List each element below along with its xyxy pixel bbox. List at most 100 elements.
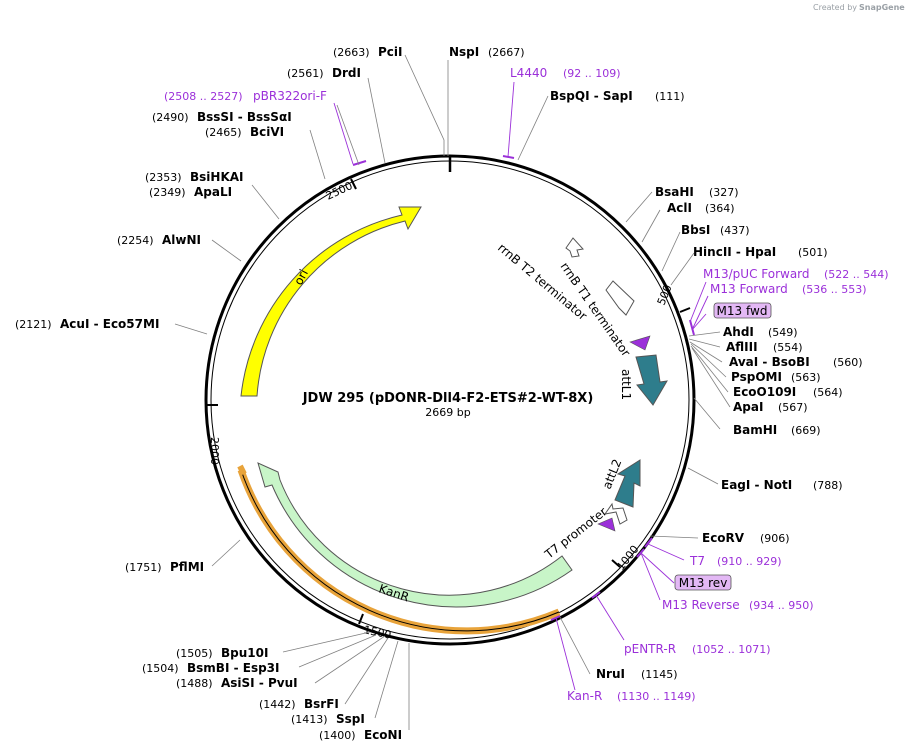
pcii-pos: (2663) [333, 46, 370, 59]
nspi-name[interactable]: NspI [449, 45, 479, 59]
plasmid-name: JDW 295 (pDONR-Dll4-F2-ETS#2-WT-8X) [302, 391, 594, 406]
l4440-range: (92 .. 109) [563, 67, 621, 80]
ecorv-pos: (906) [760, 532, 790, 545]
credit-text: Created by [813, 3, 857, 12]
rrnb-t1-feature[interactable] [605, 280, 635, 316]
ecorv-name[interactable]: EcoRV [702, 531, 745, 545]
attl1-label: attL1 [619, 369, 633, 400]
m13fwd-long-range: (536 .. 553) [802, 283, 867, 296]
nrui-name[interactable]: NruI [596, 667, 625, 681]
pspomi-pos: (563) [791, 371, 821, 384]
leader-lines-left [174, 54, 449, 730]
aflii-pos: (554) [773, 341, 803, 354]
primer-leaders [333, 81, 709, 691]
eagi-pos: (788) [813, 479, 843, 492]
alwni-pos: (2254) [117, 234, 154, 247]
bssi-name[interactable]: BssSI - BssSαI [197, 110, 292, 124]
drdi-pos: (2561) [287, 67, 324, 80]
bcivi-pos: (2465) [205, 126, 242, 139]
eco0109i-name[interactable]: EcoO109I [733, 385, 796, 399]
kanr-primer[interactable]: Kan-R [567, 689, 602, 703]
nspi-pos: (2667) [488, 46, 525, 59]
bsrfi-name[interactable]: BsrFI [304, 697, 339, 711]
asisi-pos: (1488) [176, 677, 213, 690]
avai-pos: (560) [833, 356, 863, 369]
bsihkai-name[interactable]: BsiHKAI [190, 170, 244, 184]
leader-lines-right [517, 95, 731, 675]
kanr-label: KanR [377, 582, 411, 605]
bbsi-pos: (437) [720, 224, 750, 237]
tick-2000: 2000 [208, 437, 221, 465]
sspi-pos: (1413) [291, 713, 328, 726]
avai-name[interactable]: AvaI - BsoBI [729, 355, 810, 369]
t7-primer[interactable]: T7 [689, 554, 705, 568]
pflmi-pos: (1751) [125, 561, 162, 574]
credit-brand: SnapGene [859, 3, 905, 12]
alwni-name[interactable]: AlwNI [162, 233, 201, 247]
pentr-range: (1052 .. 1071) [692, 643, 771, 656]
bsmbi-name[interactable]: BsmBI - Esp3I [187, 661, 279, 675]
l4440-primer[interactable]: L4440 [510, 66, 547, 80]
eagi-name[interactable]: EagI - NotI [721, 478, 792, 492]
scale-ticks [207, 178, 691, 625]
plasmid-size: 2669 bp [425, 406, 470, 419]
apali-name[interactable]: ApaLI [194, 185, 232, 199]
eco0109i-pos: (564) [813, 386, 843, 399]
ahdi-name[interactable]: AhdI [723, 325, 754, 339]
bsihkai-pos: (2353) [145, 171, 182, 184]
asisi-name[interactable]: AsiSI - PvuI [221, 676, 298, 690]
bamhi-name[interactable]: BamHI [733, 423, 777, 437]
drdi-name[interactable]: DrdI [332, 66, 361, 80]
m13-rev-badge[interactable]: M13 rev [674, 574, 732, 591]
hincii-name[interactable]: HincII - HpaI [693, 245, 776, 259]
attl1-feature[interactable] [635, 354, 668, 406]
econi-pos: (1400) [319, 729, 356, 742]
rrnb-t2-feature[interactable] [565, 237, 584, 258]
attl1-marker [629, 335, 651, 351]
m13puc-primer[interactable]: M13/pUC Forward [703, 267, 810, 281]
bbsi-name[interactable]: BbsI [681, 223, 710, 237]
pspomi-name[interactable]: PspOMI [731, 370, 782, 384]
m13reverse-primer[interactable]: M13 Reverse [662, 598, 740, 612]
attl2-feature[interactable] [614, 459, 641, 508]
bsrfi-pos: (1442) [259, 698, 296, 711]
aflii-name[interactable]: AflIII [726, 340, 758, 354]
apai-pos: (567) [778, 401, 808, 414]
t7-promoter-feature[interactable] [603, 502, 628, 525]
ori-label: ori [291, 267, 311, 287]
sspi-name[interactable]: SspI [336, 712, 365, 726]
pentr-primer[interactable]: pENTR-R [624, 642, 676, 656]
apali-pos: (2349) [149, 186, 186, 199]
acli-pos: (364) [705, 202, 735, 215]
m13fwd-long-primer[interactable]: M13 Forward [710, 282, 788, 296]
acli-name[interactable]: AclI [667, 201, 692, 215]
bpu10i-pos: (1505) [176, 647, 213, 660]
acui-name[interactable]: AcuI - Eco57MI [60, 317, 159, 331]
pbr322-primer[interactable]: pBR322ori-F [253, 89, 327, 103]
bsahi-name[interactable]: BsaHI [655, 185, 694, 199]
bcivi-name[interactable]: BciVI [250, 125, 284, 139]
m13-rev-label: M13 rev [679, 576, 728, 590]
m13-fwd-label: M13 fwd [717, 304, 768, 318]
tick-500: 500 [655, 283, 675, 307]
t7-marker [597, 517, 616, 532]
nrui-pos: (1145) [641, 668, 678, 681]
econi-name[interactable]: EcoNI [364, 728, 402, 742]
pflmi-name[interactable]: PflMI [170, 560, 204, 574]
pbr322-range: (2508 .. 2527) [164, 90, 243, 103]
pcii-name[interactable]: PciI [378, 45, 403, 59]
hincii-pos: (501) [798, 246, 828, 259]
t7-promoter-label: T7 promoter [541, 504, 609, 562]
bpu10i-name[interactable]: Bpu10I [221, 646, 268, 660]
kanr-feature[interactable] [257, 462, 573, 608]
bspqi-name[interactable]: BspQI - SapI [550, 89, 633, 103]
kanr-range: (1130 .. 1149) [617, 690, 696, 703]
m13-fwd-badge[interactable]: M13 fwd [713, 302, 772, 319]
ori-feature[interactable] [240, 206, 422, 397]
apai-name[interactable]: ApaI [733, 400, 763, 414]
bsmbi-pos: (1504) [142, 662, 179, 675]
bspqi-pos: (111) [655, 90, 685, 103]
kanr-outline [237, 464, 561, 635]
bamhi-pos: (669) [791, 424, 821, 437]
